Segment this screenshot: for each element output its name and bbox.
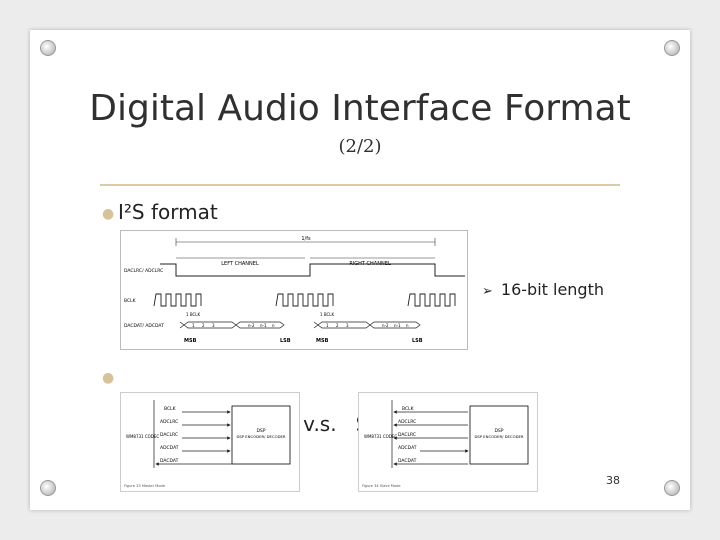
signal-label: BCLK [164, 406, 177, 412]
slave-mode-diagram: DSP DSP ENCODER/ DECODER WM8731 CODEC BC… [358, 392, 538, 492]
sub-bullet-text: 16-bit length [500, 280, 604, 299]
bclk-waveform [153, 293, 202, 307]
sub-bullet-16-bit: ➢ 16-bit length [482, 280, 604, 299]
slide-subtitle: (2/2) [338, 136, 382, 157]
signal-label: DACDAT [160, 458, 179, 464]
signal-label: DACDAT [398, 458, 417, 464]
left-channel-label: LEFT CHANNEL [221, 261, 259, 267]
signal-label: DACLRC [160, 432, 178, 438]
corner-pin-icon [664, 480, 680, 496]
dsp-label: DSP ENCODER/ DECODER [474, 434, 523, 439]
signal-label: ADCLRC [398, 419, 416, 425]
bit-label: n-2 [382, 323, 389, 328]
bclk-waveform [275, 293, 334, 307]
codec-label: WM8731 CODEC [126, 434, 159, 439]
bit-label: n [406, 323, 409, 328]
signal-label: DACLRC [398, 432, 416, 438]
dsp-label: DSP [256, 428, 265, 434]
bclk-note: 1 BCLK [320, 312, 335, 317]
master-mode-diagram: DSP DSP ENCODER/ DECODER WM8731 CODEC BC… [120, 392, 300, 492]
i2s-timing-diagram: 1/fs LEFT CHANNEL RIGHT CHANNEL DACLRC/ … [120, 230, 468, 350]
right-data-waveform [313, 321, 421, 329]
bclk-label: BCLK [124, 298, 137, 304]
slide-title: Digital Audio Interface Format [89, 88, 631, 129]
bullet-dot-icon: ● [102, 206, 115, 222]
bclk-waveform [407, 293, 456, 307]
msb-label: MSB [316, 338, 329, 344]
lrclk-waveform [160, 263, 465, 277]
dsp-label: DSP [494, 428, 503, 434]
period-label: 1/fs [301, 236, 311, 242]
codec-label: WM8731 CODEC [364, 434, 397, 439]
bit-label: 3 [212, 323, 215, 328]
data-label: DACDAT/ ADCDAT [124, 323, 164, 329]
bit-label: n-1 [260, 323, 267, 328]
figure-caption: Figure 34 Slave Mode [362, 484, 401, 488]
bit-label: n [272, 323, 275, 328]
bullet-i2s-format: ● I²S format [102, 200, 218, 224]
msb-label: MSB [184, 338, 197, 344]
signal-label: ADCDAT [160, 445, 179, 451]
lsb-label: LSB [280, 338, 291, 344]
arrow-bullet-icon: ➢ [482, 284, 493, 299]
signal-label: ADCDAT [398, 445, 417, 451]
bit-label: 2 [202, 323, 205, 328]
bit-label: 2 [336, 323, 339, 328]
bclk-note: 1 BCLK [186, 312, 201, 317]
bit-label: n-2 [248, 323, 255, 328]
corner-pin-icon [664, 40, 680, 56]
bit-label: 1 [326, 323, 329, 328]
left-data-waveform [179, 321, 285, 329]
bullet-text: I²S format [118, 200, 218, 224]
bit-label: n-1 [394, 323, 401, 328]
bit-label: 3 [346, 323, 349, 328]
bullet-dot-icon: ● [102, 370, 115, 386]
corner-pin-icon [40, 40, 56, 56]
corner-pin-icon [40, 480, 56, 496]
page-number: 38 [606, 474, 620, 487]
signal-label: BCLK [402, 406, 415, 412]
title-divider [100, 184, 620, 186]
bit-label: 1 [192, 323, 195, 328]
signal-label: ADCLRC [160, 419, 178, 425]
dsp-label: DSP ENCODER/ DECODER [236, 434, 285, 439]
lsb-label: LSB [412, 338, 423, 344]
figure-caption: Figure 33 Master Mode [124, 484, 166, 488]
lrclk-label: DACLRC/ ADCLRC [124, 268, 163, 274]
